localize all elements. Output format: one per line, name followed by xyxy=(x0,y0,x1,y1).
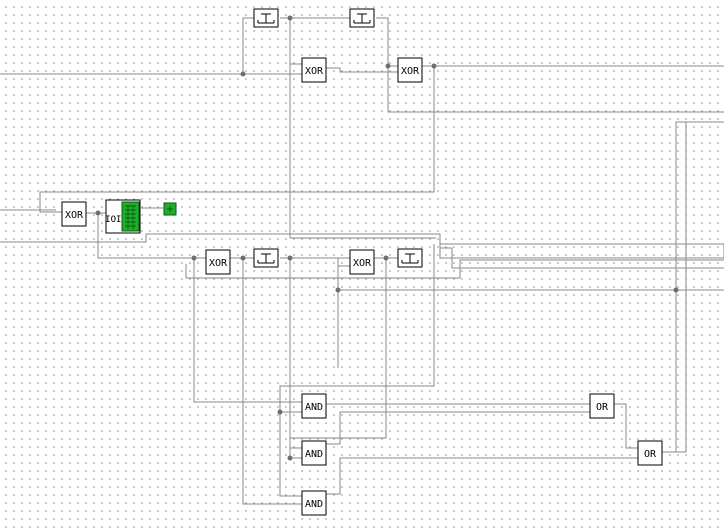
xor-gate-label: XOR xyxy=(209,258,228,269)
and-gate-label: AND xyxy=(305,449,323,460)
or-gate-label: OR xyxy=(644,449,657,460)
shift-register-label: IOIO xyxy=(105,215,127,225)
and-gate-label: AND xyxy=(305,402,323,413)
xor-gate[interactable]: XOR xyxy=(397,57,423,83)
delay-icon[interactable] xyxy=(253,248,279,268)
xor-gate-label: XOR xyxy=(401,66,420,77)
and-gate[interactable]: AND xyxy=(301,440,327,466)
and-gate[interactable]: AND xyxy=(301,393,327,419)
and-gate[interactable]: AND xyxy=(301,490,327,516)
xor-gate[interactable]: XOR xyxy=(61,201,87,227)
xor-gate[interactable]: XOR xyxy=(349,249,375,275)
xor-gate-label: XOR xyxy=(65,210,84,221)
and-gate-label: AND xyxy=(305,499,323,510)
delay-icon[interactable] xyxy=(397,248,423,268)
or-gate[interactable]: OR xyxy=(637,440,663,466)
xor-gate-label: XOR xyxy=(353,258,372,269)
junctions xyxy=(95,15,679,461)
probe-icon[interactable] xyxy=(163,202,177,216)
xor-gate[interactable]: XOR xyxy=(205,249,231,275)
xor-gate[interactable]: XOR xyxy=(301,57,327,83)
or-gate[interactable]: OR xyxy=(589,393,615,419)
xor-gate-label: XOR xyxy=(305,66,324,77)
delay-icon[interactable] xyxy=(349,8,375,28)
counter-display-icon xyxy=(121,201,140,232)
delay-icon[interactable] xyxy=(253,8,279,28)
or-gate-label: OR xyxy=(596,402,609,413)
